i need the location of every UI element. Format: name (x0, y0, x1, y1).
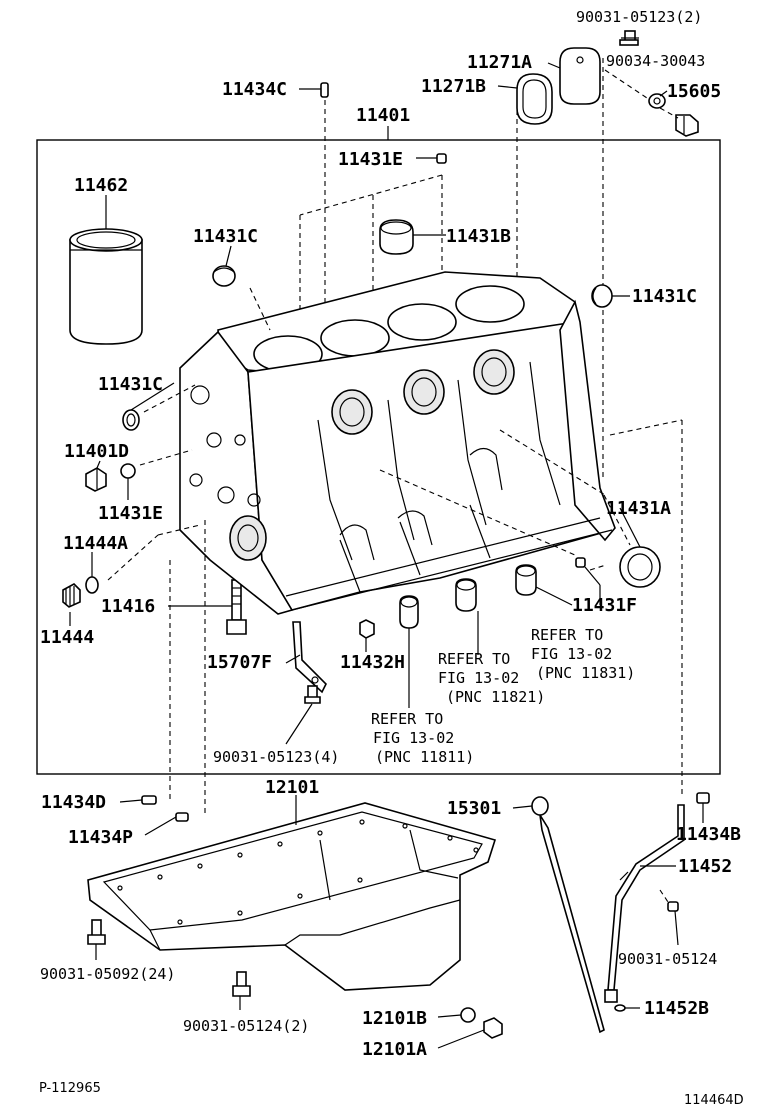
label-11431c-mid: 11431C (98, 374, 163, 395)
drain-plug (483, 1017, 503, 1039)
refer-11831-line1: REFER TO (531, 626, 603, 644)
label-90031-05092-24: 90031-05092(24) (40, 965, 175, 983)
bolt-top (619, 30, 639, 46)
label-11444a: 11444A (63, 533, 128, 554)
label-11416: 11416 (101, 596, 155, 617)
expansion-plug-c (212, 265, 236, 287)
label-90031-05124-2: 90031-05124(2) (183, 1017, 309, 1035)
label-11271a: 11271A (467, 52, 532, 73)
pin-11434b (696, 792, 710, 804)
oil-pipe-bracket (292, 621, 327, 694)
bearing-2 (455, 578, 477, 612)
refer-11821-line2: FIG 13-02 (438, 669, 519, 687)
drain-gasket (460, 1007, 476, 1023)
pin-11434c (320, 82, 329, 98)
label-11434d: 11434D (41, 792, 106, 813)
expansion-plug-right (591, 284, 613, 308)
bolt-bracket (304, 685, 321, 704)
drain-plug-top (675, 114, 699, 137)
dipstick-guide (604, 804, 685, 1003)
refer-block-11811: REFER TO FIG 13-02 (PNC 11811) (371, 710, 474, 766)
refer-11811-line1: REFER TO (371, 710, 443, 728)
label-11431c-left: 11431C (193, 226, 258, 247)
label-12101: 12101 (265, 777, 319, 798)
pin-11434d (141, 795, 157, 805)
label-90031-05124-r: 90031-05124 (618, 950, 717, 968)
label-11434c: 11434C (222, 79, 287, 100)
dipstick (531, 796, 605, 1034)
label-11401: 11401 (356, 105, 410, 126)
refer-11831-line2: FIG 13-02 (531, 645, 612, 663)
bushing (85, 467, 107, 492)
refer-11821-line3: (PNC 11821) (446, 688, 545, 706)
label-90031-05123-2: 90031-05123(2) (576, 8, 702, 26)
label-15301: 15301 (447, 798, 501, 819)
label-15605: 15605 (667, 81, 721, 102)
expansion-plug-b (379, 219, 414, 255)
bearing-3 (515, 564, 537, 596)
label-11431a: 11431A (606, 498, 671, 519)
label-12101a: 12101A (362, 1039, 427, 1060)
label-11452b: 11452B (644, 998, 709, 1019)
refer-11821-line1: REFER TO (438, 650, 510, 668)
refer-block-11821: REFER TO FIG 13-02 (PNC 11821) (438, 650, 545, 706)
cover-gasket (516, 73, 553, 125)
cylinder-block (179, 271, 616, 615)
label-11431b: 11431B (446, 226, 511, 247)
label-11432h: 11432H (340, 652, 405, 673)
o-ring (85, 576, 99, 594)
label-90031-05123-4: 90031-05123(4) (213, 748, 339, 766)
guide-o-ring (614, 1004, 626, 1012)
label-15707f: 15707F (207, 652, 272, 673)
small-plug-top (436, 153, 447, 164)
threaded-plug (62, 583, 81, 608)
label-11431e-low: 11431E (98, 503, 163, 524)
label-11431e-top: 11431E (338, 149, 403, 170)
refer-block-11831: REFER TO FIG 13-02 (PNC 11831) (531, 626, 635, 682)
cylinder-liner (69, 228, 143, 345)
label-11431c-right: 11431C (632, 286, 697, 307)
pan-bolt-left (87, 919, 106, 945)
stud-bolt (226, 579, 247, 635)
label-11401d: 11401D (64, 441, 129, 462)
footer-right-code: 114464D (684, 1093, 744, 1108)
cylinder-block-frame (36, 139, 721, 775)
guide-bolt (667, 901, 679, 912)
label-11271b: 11271B (421, 76, 486, 97)
oil-pan (87, 802, 497, 991)
label-11462: 11462 (74, 175, 128, 196)
rear-oil-seal (619, 546, 661, 588)
washer (648, 93, 666, 109)
pin-11434p (175, 812, 189, 822)
label-11434b: 11434B (676, 824, 741, 845)
pan-bolt-mid (232, 971, 251, 997)
plug-nut (359, 619, 375, 639)
cover-plate (559, 47, 601, 105)
refer-11831-line3: (PNC 11831) (536, 664, 635, 682)
label-11452: 11452 (678, 856, 732, 877)
label-11434p: 11434P (68, 827, 133, 848)
small-plug-f (575, 557, 586, 568)
label-11444: 11444 (40, 627, 94, 648)
seal-ring-left (122, 409, 140, 431)
footer-left-code: P-112965 (39, 1081, 101, 1096)
label-11431f: 11431F (572, 595, 637, 616)
label-90034-30043: 90034-30043 (606, 52, 705, 70)
small-plug-low (120, 463, 136, 479)
label-12101b: 12101B (362, 1008, 427, 1029)
refer-11811-line3: (PNC 11811) (375, 748, 474, 766)
refer-11811-line2: FIG 13-02 (373, 729, 454, 747)
bearing-1 (399, 595, 419, 629)
